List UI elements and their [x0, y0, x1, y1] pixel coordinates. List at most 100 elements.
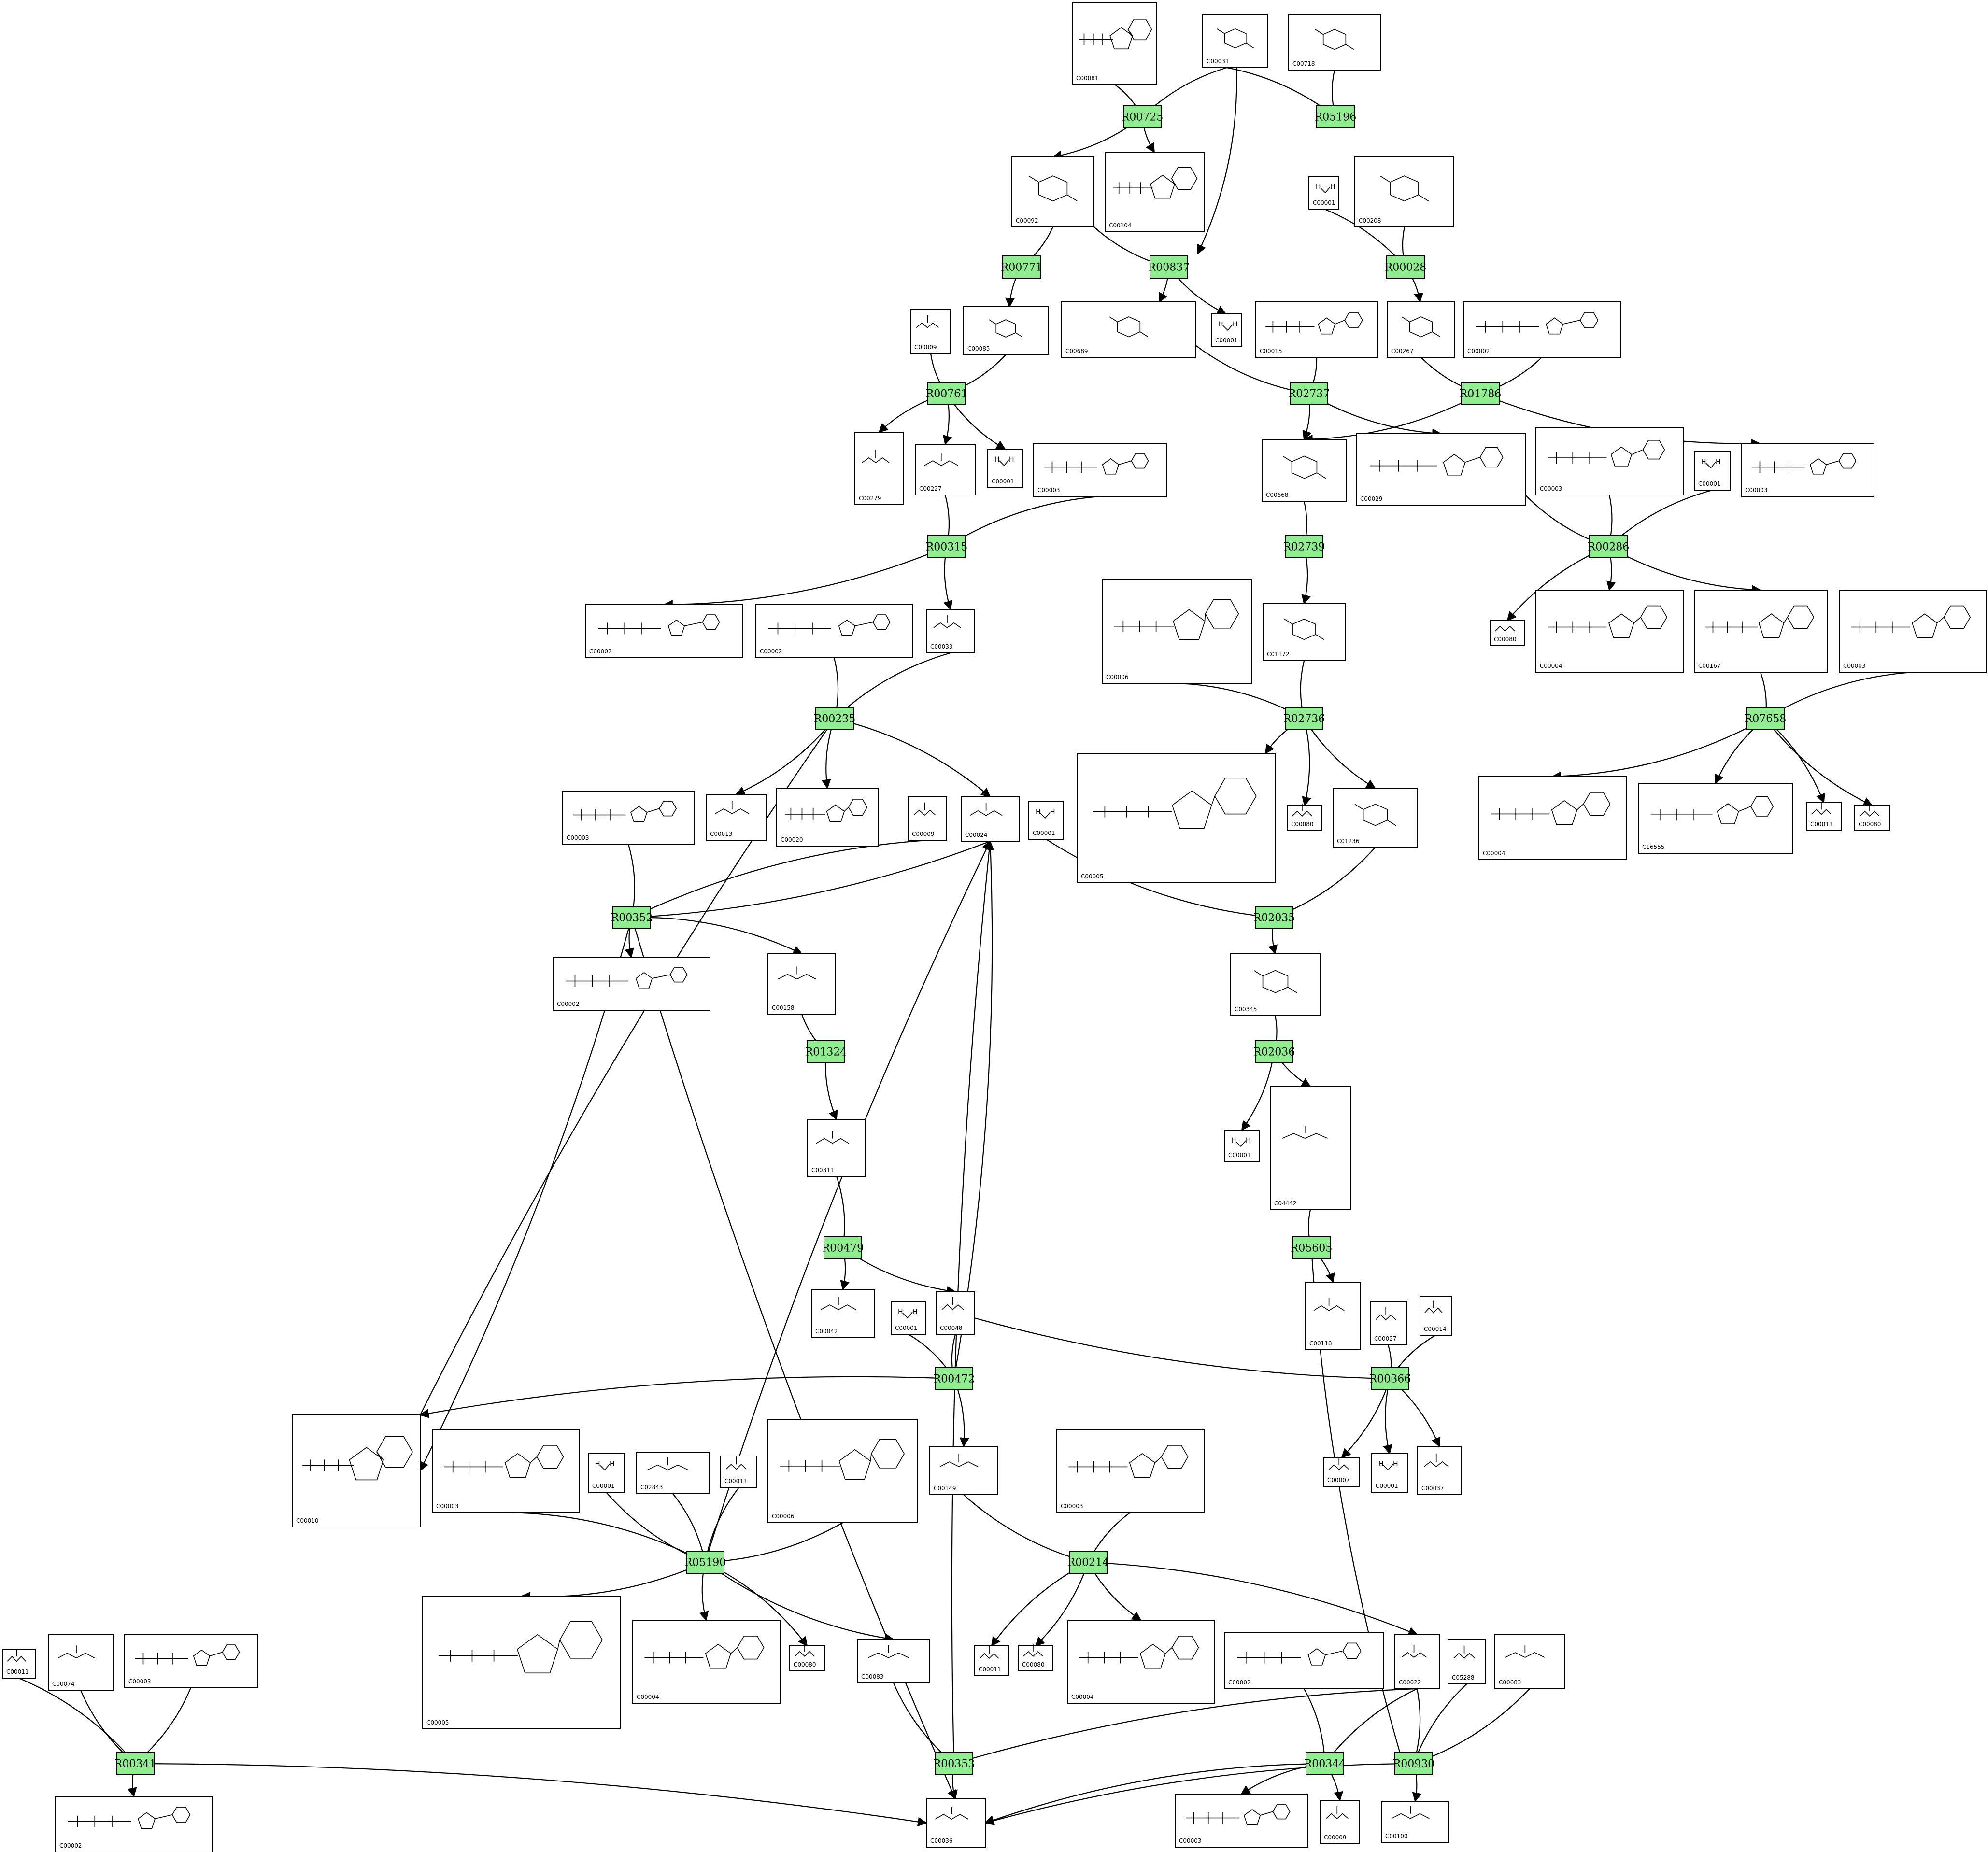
- compound-node[interactable]: C00083: [857, 1639, 930, 1683]
- compound-node[interactable]: C04442: [1270, 1086, 1351, 1210]
- compound-node[interactable]: C00002: [585, 604, 743, 658]
- reaction-node[interactable]: R01786: [1460, 382, 1502, 405]
- compound-node[interactable]: C00003: [432, 1429, 580, 1513]
- compound-node[interactable]: C00085: [963, 306, 1049, 355]
- compound-node[interactable]: C00003: [124, 1634, 258, 1688]
- compound-node[interactable]: C00037: [1417, 1446, 1462, 1495]
- reaction-node[interactable]: R00353: [933, 1752, 975, 1775]
- compound-node[interactable]: C00022: [1394, 1634, 1440, 1689]
- reaction-node[interactable]: R00472: [933, 1367, 975, 1390]
- reaction-node[interactable]: R02737: [1288, 382, 1330, 405]
- compound-node[interactable]: C00080: [1018, 1643, 1053, 1671]
- compound-node[interactable]: C00013: [706, 794, 767, 841]
- reaction-node[interactable]: R05190: [684, 1551, 726, 1574]
- compound-node[interactable]: C02843: [636, 1452, 710, 1494]
- compound-node[interactable]: C00002: [55, 1796, 213, 1852]
- compound-node[interactable]: C00011: [720, 1456, 757, 1488]
- compound-node[interactable]: C00004: [1535, 590, 1684, 673]
- compound-node[interactable]: C00003: [1535, 427, 1684, 495]
- reaction-node[interactable]: R00725: [1122, 105, 1164, 128]
- reaction-node[interactable]: R00286: [1588, 535, 1630, 558]
- compound-node[interactable]: C00003: [1175, 1794, 1308, 1848]
- reaction-node[interactable]: R00344: [1304, 1752, 1346, 1775]
- compound-node[interactable]: C00011: [974, 1645, 1009, 1676]
- compound-node[interactable]: C00014: [1420, 1296, 1452, 1336]
- compound-node[interactable]: C00080: [789, 1643, 825, 1671]
- compound-node[interactable]: C00080: [1854, 803, 1890, 831]
- compound-node[interactable]: C00004: [1478, 776, 1627, 860]
- compound-node[interactable]: C00118: [1305, 1282, 1361, 1350]
- compound-node[interactable]: C00048: [936, 1291, 975, 1335]
- compound-node[interactable]: C00031: [1202, 14, 1268, 68]
- compound-node[interactable]: C00311: [807, 1119, 866, 1177]
- reaction-node[interactable]: R00214: [1067, 1551, 1109, 1574]
- compound-node[interactable]: C00002: [553, 957, 710, 1011]
- reaction-node[interactable]: R00352: [611, 906, 653, 929]
- compound-node[interactable]: C16555: [1638, 783, 1793, 854]
- compound-node[interactable]: C00010: [292, 1414, 421, 1527]
- compound-node[interactable]: C00104: [1105, 152, 1205, 232]
- reaction-node[interactable]: R02739: [1283, 535, 1325, 558]
- compound-node[interactable]: C00009: [1320, 1800, 1360, 1844]
- compound-node[interactable]: C00167: [1694, 590, 1828, 673]
- reaction-node[interactable]: R02736: [1283, 707, 1325, 730]
- reaction-node[interactable]: R02036: [1253, 1040, 1295, 1063]
- reaction-node[interactable]: R05196: [1315, 105, 1357, 128]
- compound-node[interactable]: C00080: [1490, 618, 1525, 646]
- reaction-node[interactable]: R07658: [1745, 707, 1787, 730]
- compound-node[interactable]: C00005: [1077, 753, 1276, 883]
- reaction-node[interactable]: R00837: [1148, 255, 1190, 279]
- compound-node[interactable]: C00020: [776, 788, 879, 847]
- compound-node[interactable]: C00003: [1741, 443, 1874, 497]
- compound-node[interactable]: C00227: [915, 444, 976, 495]
- compound-node[interactable]: C00027: [1370, 1301, 1407, 1345]
- reaction-node[interactable]: R00930: [1393, 1752, 1435, 1775]
- compound-node[interactable]: C00718: [1288, 14, 1381, 71]
- compound-node[interactable]: C00004: [1067, 1620, 1215, 1704]
- reaction-node[interactable]: R00761: [926, 382, 968, 405]
- compound-node[interactable]: C00006: [1102, 579, 1252, 684]
- compound-node[interactable]: C00208: [1354, 156, 1454, 227]
- reaction-node[interactable]: R00315: [926, 535, 968, 558]
- compound-node[interactable]: C00002: [755, 604, 913, 658]
- compound-node[interactable]: C00002: [1224, 1632, 1384, 1689]
- compound-node[interactable]: C00036: [926, 1798, 986, 1848]
- reaction-node[interactable]: R01324: [805, 1040, 847, 1063]
- reaction-node[interactable]: R00771: [1001, 255, 1043, 279]
- reaction-node[interactable]: R00366: [1369, 1367, 1411, 1390]
- compound-node[interactable]: C00024: [961, 796, 1020, 842]
- compound-node[interactable]: C05288: [1448, 1639, 1486, 1684]
- compound-node[interactable]: C00074: [48, 1634, 114, 1691]
- compound-node[interactable]: C00100: [1381, 1801, 1449, 1843]
- compound-node[interactable]: C00015: [1255, 301, 1378, 358]
- compound-node[interactable]: C00267: [1387, 301, 1455, 358]
- compound-node[interactable]: C00668: [1262, 439, 1347, 502]
- compound-node[interactable]: C00042: [811, 1289, 875, 1338]
- compound-node[interactable]: C00003: [1839, 590, 1987, 673]
- compound-node[interactable]: C00092: [1011, 156, 1094, 227]
- compound-node[interactable]: C00080: [1287, 803, 1322, 831]
- compound-node[interactable]: C01236: [1333, 788, 1418, 848]
- compound-node[interactable]: C00007: [1323, 1457, 1360, 1487]
- compound-node[interactable]: C00004: [632, 1620, 781, 1704]
- compound-node[interactable]: C00029: [1356, 433, 1526, 506]
- compound-node[interactable]: C00033: [926, 609, 975, 653]
- compound-node[interactable]: C00149: [929, 1446, 998, 1495]
- compound-node[interactable]: C00002: [1463, 301, 1621, 358]
- reaction-node[interactable]: R00341: [114, 1752, 156, 1775]
- compound-node[interactable]: C00081: [1072, 2, 1157, 85]
- compound-node[interactable]: C00009: [910, 309, 951, 354]
- compound-node[interactable]: C00011: [2, 1649, 36, 1679]
- compound-node[interactable]: C00279: [854, 432, 904, 505]
- reaction-node[interactable]: R05605: [1291, 1236, 1333, 1259]
- reaction-node[interactable]: R02035: [1253, 906, 1295, 929]
